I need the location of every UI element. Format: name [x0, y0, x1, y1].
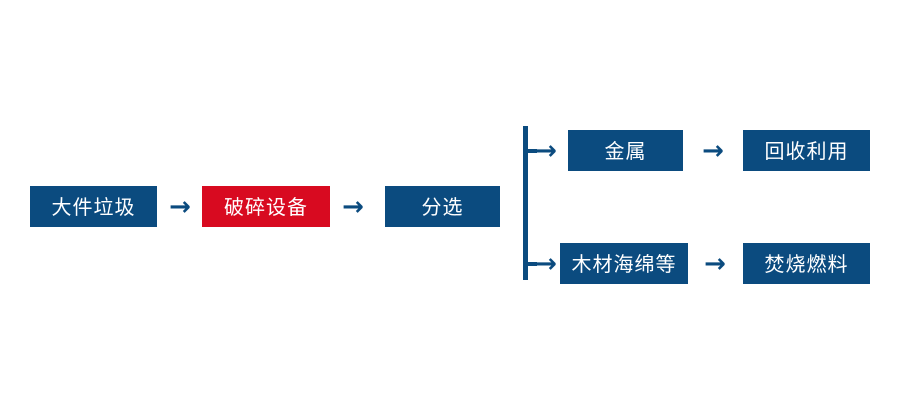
- arrow-metal-to-recycling: →: [695, 136, 731, 166]
- node-label: 分选: [421, 194, 464, 219]
- node-bulky-waste[interactable]: 大件垃圾: [30, 186, 157, 227]
- bracket-stub-lower: [523, 262, 537, 266]
- right-arrow-icon: →: [342, 192, 364, 222]
- node-label: 金属: [604, 138, 647, 163]
- node-incineration-fuel[interactable]: 焚烧燃料: [743, 243, 870, 284]
- arrow-wood-to-fuel: →: [697, 249, 733, 279]
- node-crushing-equipment[interactable]: 破碎设备: [202, 186, 330, 227]
- arrow-branch-metal: →: [528, 136, 564, 166]
- right-arrow-icon: →: [704, 249, 726, 279]
- right-arrow-icon: →: [535, 249, 557, 279]
- node-metal[interactable]: 金属: [568, 130, 683, 171]
- node-label: 回收利用: [764, 138, 849, 163]
- arrow-branch-wood: →: [528, 249, 564, 279]
- node-sorting[interactable]: 分选: [385, 186, 500, 227]
- right-arrow-icon: →: [169, 192, 191, 222]
- node-label: 破碎设备: [224, 194, 308, 219]
- node-label: 木材海绵等: [571, 251, 677, 276]
- split-bracket-spine: [523, 126, 528, 280]
- bracket-stub-upper: [523, 149, 537, 153]
- node-label: 焚烧燃料: [764, 251, 849, 276]
- node-label: 大件垃圾: [51, 194, 136, 219]
- right-arrow-icon: →: [702, 136, 724, 166]
- node-recycling-reuse[interactable]: 回收利用: [743, 130, 870, 171]
- node-wood-sponge-etc[interactable]: 木材海绵等: [560, 243, 688, 284]
- arrow-bulky-to-crushing: →: [162, 192, 198, 222]
- arrow-crushing-to-sorting: →: [335, 192, 371, 222]
- right-arrow-icon: →: [535, 136, 557, 166]
